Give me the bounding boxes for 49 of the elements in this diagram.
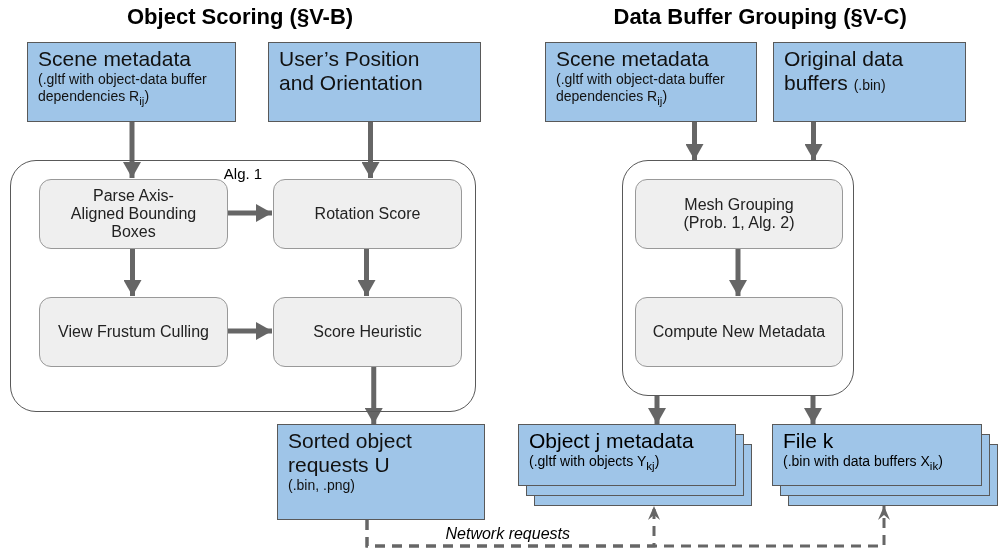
section-heading: Data Buffer Grouping (§V-C): [613, 4, 907, 30]
arrow: [123, 122, 141, 178]
box-title: Scene metadata: [38, 47, 192, 72]
process-label: Rotation Score: [314, 205, 421, 223]
process-label: Compute New Metadata: [652, 323, 826, 341]
arrow: [648, 396, 666, 424]
box-title: File k: [783, 429, 835, 454]
stacked-data-box: [772, 424, 998, 506]
file-note: (.bin with data buffers X$_{ik}$): [783, 453, 944, 473]
data-box: [545, 42, 757, 122]
arrow: [804, 122, 823, 160]
arrow: [685, 122, 704, 160]
stacked-data-box: [518, 424, 752, 506]
process-box: [273, 179, 462, 249]
process-label: View Frustum Culling: [58, 323, 209, 341]
arrow: [729, 248, 747, 296]
algorithm-container: [10, 160, 476, 412]
process-label: Score Heuristic: [313, 323, 422, 341]
process-label: Mesh Grouping (Prob. 1, Alg. 2): [682, 196, 796, 232]
file-note: (.bin, .png): [288, 477, 356, 495]
file-note: (.gltf with objects Y$_{kj}$): [529, 453, 661, 473]
process-box: [39, 297, 228, 367]
arrow: [227, 204, 272, 222]
algorithm-label: Alg. 1: [222, 165, 264, 182]
data-box: [277, 424, 485, 520]
data-box: [27, 42, 236, 122]
arrow: [357, 248, 376, 296]
arrow: [364, 366, 383, 424]
box-title: Sorted object requests U: [288, 429, 413, 478]
data-box: [773, 42, 966, 122]
file-note: (.gltf with object-data buffer dependencies R$_{ij}$): [556, 71, 726, 108]
data-box: [268, 42, 481, 122]
file-note: (.bin): [853, 77, 886, 94]
arrow: [123, 248, 142, 296]
box-title: Original data buffers (.bin): [784, 47, 905, 96]
process-label: Parse Axis-Aligned Bounding Boxes: [69, 187, 198, 241]
process-box: [273, 297, 462, 367]
arrow: [361, 122, 380, 178]
arrow: [227, 322, 272, 340]
process-box: [635, 179, 843, 249]
process-box: [635, 297, 843, 367]
section-heading: Object Scoring (§V-B): [127, 4, 354, 30]
box-title: Object j metadata: [529, 429, 695, 454]
container-box: [622, 160, 854, 396]
file-note: (.gltf with object-data buffer dependencies R$_{ij}$): [38, 71, 208, 108]
dashed-arrow: [365, 506, 890, 548]
box-title: Scene metadata: [556, 47, 710, 72]
arrow: [804, 396, 822, 424]
box-title: User’s Position and Orientation: [279, 47, 424, 96]
